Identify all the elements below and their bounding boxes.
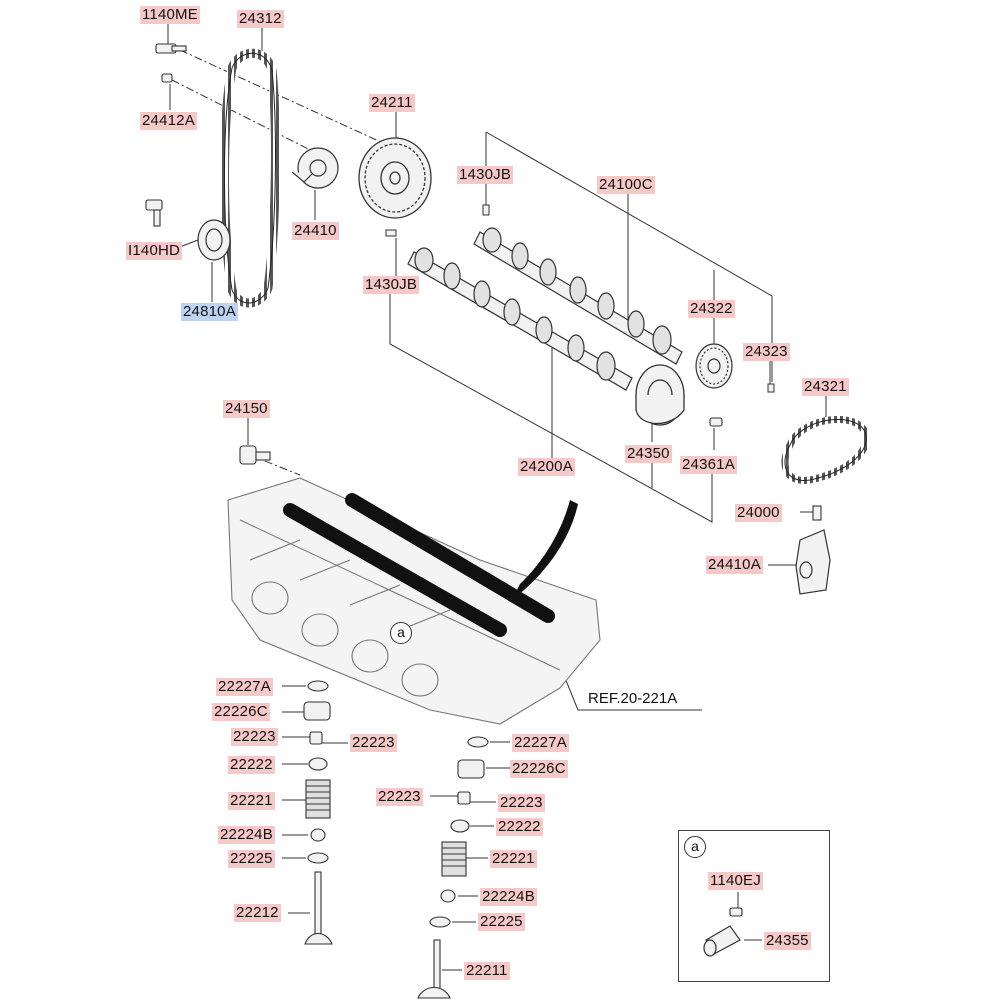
oil-control-valve bbox=[239, 445, 271, 465]
label-1140HD[interactable]: I140HD bbox=[126, 242, 183, 260]
intake-camshaft bbox=[407, 247, 633, 391]
label-24810A[interactable]: 24810A bbox=[181, 303, 238, 321]
timing-chain bbox=[781, 415, 870, 484]
bolts bbox=[145, 43, 822, 917]
cvvt-unit bbox=[635, 364, 685, 426]
label-inset-1140EJ[interactable]: 1140EJ bbox=[708, 872, 763, 890]
label-right-22223-b[interactable]: 22223 bbox=[498, 794, 545, 812]
label-left-22221[interactable]: 22221 bbox=[228, 792, 275, 810]
label-24312[interactable]: 24312 bbox=[237, 10, 284, 28]
label-left-22226C[interactable]: 22226C bbox=[212, 703, 270, 721]
label-ref-20-221A[interactable]: REF.20-221A bbox=[588, 690, 678, 707]
label-left-22212[interactable]: 22212 bbox=[234, 904, 281, 922]
label-24100C[interactable]: 24100C bbox=[597, 176, 655, 194]
label-24150[interactable]: 24150 bbox=[223, 400, 270, 418]
label-24211[interactable]: 24211 bbox=[369, 94, 415, 112]
label-1430JB-top[interactable]: 1430JB bbox=[457, 166, 514, 184]
label-24000[interactable]: 24000 bbox=[735, 504, 782, 522]
label-1140ME[interactable]: 1140ME bbox=[140, 6, 200, 24]
label-left-22224B[interactable]: 22224B bbox=[218, 826, 275, 844]
label-24321[interactable]: 24321 bbox=[802, 378, 849, 396]
timing-belt bbox=[220, 48, 280, 308]
label-right-22227A[interactable]: 22227A bbox=[512, 734, 569, 752]
label-right-22224B[interactable]: 22224B bbox=[480, 888, 537, 906]
label-24412A[interactable]: 24412A bbox=[140, 112, 197, 130]
tensioner bbox=[291, 147, 339, 189]
inset-box bbox=[678, 830, 830, 982]
label-1430JB-mid[interactable]: 1430JB bbox=[363, 276, 420, 294]
cylinder-head bbox=[227, 477, 601, 725]
label-right-22223-a[interactable]: 22223 bbox=[376, 788, 423, 806]
label-right-22226C[interactable]: 22226C bbox=[510, 760, 568, 778]
label-right-22225[interactable]: 22225 bbox=[478, 913, 525, 931]
label-24410[interactable]: 24410 bbox=[292, 222, 339, 240]
label-24323[interactable]: 24323 bbox=[743, 343, 790, 361]
cam-sprocket bbox=[358, 137, 432, 219]
label-24361A[interactable]: 24361A bbox=[680, 456, 737, 474]
label-left-22225[interactable]: 22225 bbox=[228, 850, 275, 868]
label-24350[interactable]: 24350 bbox=[625, 445, 672, 463]
valve-train-left bbox=[303, 680, 333, 945]
label-left-22223-a[interactable]: 22223 bbox=[231, 728, 278, 746]
pointer-arrow bbox=[512, 500, 578, 600]
chain-sprocket bbox=[695, 343, 733, 389]
label-24322[interactable]: 24322 bbox=[688, 300, 735, 318]
dowel-pins bbox=[385, 204, 775, 393]
valve-train-right bbox=[417, 736, 489, 999]
label-right-22221[interactable]: 22221 bbox=[490, 850, 537, 868]
idler-pulley bbox=[197, 219, 231, 261]
chain-tensioner bbox=[795, 529, 831, 595]
cam-position-sensor bbox=[703, 925, 741, 957]
label-right-22222[interactable]: 22222 bbox=[496, 818, 543, 836]
inset-callout-a: a bbox=[684, 836, 706, 858]
label-left-22227A[interactable]: 22227A bbox=[216, 678, 273, 696]
label-left-22223-b[interactable]: 22223 bbox=[350, 734, 397, 752]
label-right-22211[interactable]: 22211 bbox=[464, 962, 510, 980]
exhaust-camshaft bbox=[473, 227, 683, 365]
label-24410A[interactable]: 24410A bbox=[706, 556, 763, 574]
label-inset-24355[interactable]: 24355 bbox=[764, 932, 811, 950]
head-callout-a: a bbox=[390, 622, 412, 644]
label-24200A[interactable]: 24200A bbox=[518, 458, 575, 476]
label-left-22222[interactable]: 22222 bbox=[228, 756, 275, 774]
